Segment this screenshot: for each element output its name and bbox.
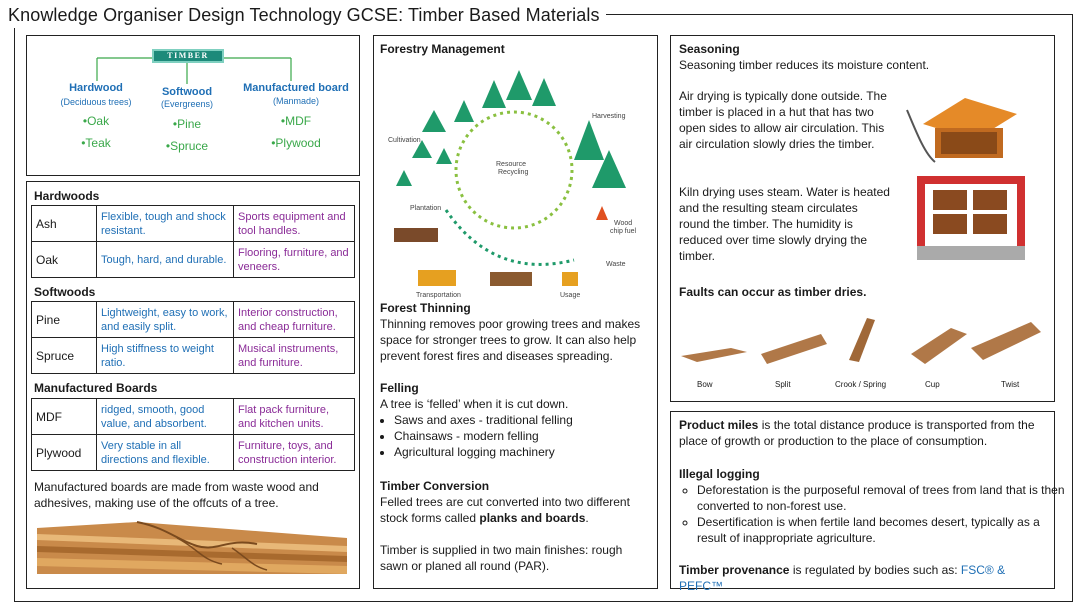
planks-icon [490,272,532,286]
fault-label-twist: Twist [1001,380,1020,389]
faults-heading: Faults can occur as timber dries. [679,285,867,299]
timber-classification-panel: TIMBER Hardwood (Deciduous trees) •Oak •… [26,35,360,176]
list-item: Desertification is when fertile land bec… [697,514,1065,546]
branch-softwood: Softwood (Evergreens) •Pine •Spruce [160,86,214,153]
thinning-heading: Forest Thinning [380,301,471,315]
materials-panel: Hardwoods Ash Flexible, tough and shock … [26,181,360,589]
bow-fault-icon [681,348,747,362]
fault-label-crook: Crook / Spring [835,380,887,389]
svg-text:Wood: Wood [614,220,632,227]
thinning-text: Thinning removes poor growing trees and … [380,317,641,363]
forestry-heading: Forestry Management [380,42,505,56]
house-icon [562,272,578,286]
conversion-heading: Timber Conversion [380,479,490,493]
table-row: Pine Lightweight, easy to work, and easi… [31,301,355,338]
branch-manufactured: Manufactured board (Manmade) •MDF •Plywo… [243,82,349,150]
branch-hardwood: Hardwood (Deciduous trees) •Oak •Teak [60,82,132,150]
forestry-cycle-diagram: Cultivation Harvesting Resource Recyclin… [388,70,637,299]
timber-root-label: TIMBER [152,49,224,63]
seasoning-heading: Seasoning [679,42,740,56]
list-item: Deforestation is the purposeful removal … [697,482,1065,514]
table-row: Oak Tough, hard, and durable. Flooring, … [31,241,355,278]
svg-text:Plantation: Plantation [410,205,441,212]
air-drying-hut-image [906,98,1017,163]
twist-fault-icon [971,322,1041,360]
svg-text:Transportation: Transportation [416,292,461,299]
svg-text:Cultivation: Cultivation [388,137,421,144]
kiln-drying-text: Kiln drying uses steam. Water is heated … [679,185,890,263]
felling-heading: Felling [380,381,419,395]
svg-text:Harvesting: Harvesting [592,113,626,120]
felling-text: A tree is ‘felled’ when it is cut down. [380,397,569,411]
tree-cluster-icon [396,70,626,188]
softwoods-table: Pine Lightweight, easy to work, and easi… [31,301,355,374]
hardwoods-heading: Hardwoods [34,189,100,203]
svg-text:Waste: Waste [606,261,626,268]
svg-text:chip fuel: chip fuel [610,228,637,235]
boards-heading: Manufactured Boards [34,381,158,395]
logs-icon [394,228,438,242]
softwoods-heading: Softwoods [34,285,96,299]
table-row: MDF ridged, smooth, good value, and abso… [31,398,355,435]
finishes-text: Timber is supplied in two main finishes:… [380,543,623,573]
seasoning-panel: Seasoning Seasoning timber reduces its m… [670,35,1055,402]
title-mask [0,0,606,28]
split-fault-icon [761,334,827,364]
list-item: Saws and axes - traditional felling [394,412,664,428]
air-drying-text: Air drying is typically done outside. Th… [679,89,887,151]
table-row: Plywood Very stable in all directions an… [31,434,355,471]
svg-text:Resource: Resource [496,161,526,168]
table-row: Spruce High stiffness to weight ratio. M… [31,337,355,374]
illegal-logging-heading: Illegal logging [679,467,760,481]
conversion-text: Felled trees are cut converted into two … [380,495,630,525]
seasoning-intro: Seasoning timber reduces its moisture co… [679,58,930,72]
cup-fault-icon [911,328,967,364]
felling-list: Saws and axes - traditional felling Chai… [380,412,664,460]
plywood-layers-image [37,521,347,574]
truck-icon [418,270,456,286]
crook-fault-icon [849,318,875,362]
provenance-text: Timber provenance is regulated by bodies… [679,563,1006,593]
svg-text:Recycling: Recycling [498,169,528,176]
product-miles-panel: Product miles is the total distance prod… [670,411,1065,593]
list-item: Chainsaws - modern felling [394,428,664,444]
fault-label-cup: Cup [925,380,940,389]
fault-label-split: Split [775,380,791,389]
fire-icon [596,206,608,220]
table-row: Ash Flexible, tough and shock resistant.… [31,205,355,242]
page-title: Knowledge Organiser Design Technology GC… [8,5,600,25]
svg-text:Usage: Usage [560,292,580,299]
product-miles-text: Product miles is the total distance prod… [679,418,1035,448]
hardwoods-table: Ash Flexible, tough and shock resistant.… [31,205,355,278]
illegal-logging-list: Deforestation is the purposeful removal … [679,482,1065,546]
forestry-panel: Forestry Management Cultivation Harvesti… [373,35,658,589]
fault-label-bow: Bow [697,380,713,389]
list-item: Agricultural logging machinery [394,444,664,460]
boards-table: MDF ridged, smooth, good value, and abso… [31,398,355,471]
boards-note: Manufactured boards are made from waste … [34,480,319,510]
kiln-drying-image [917,176,1025,260]
timber-faults-images [681,318,1041,364]
